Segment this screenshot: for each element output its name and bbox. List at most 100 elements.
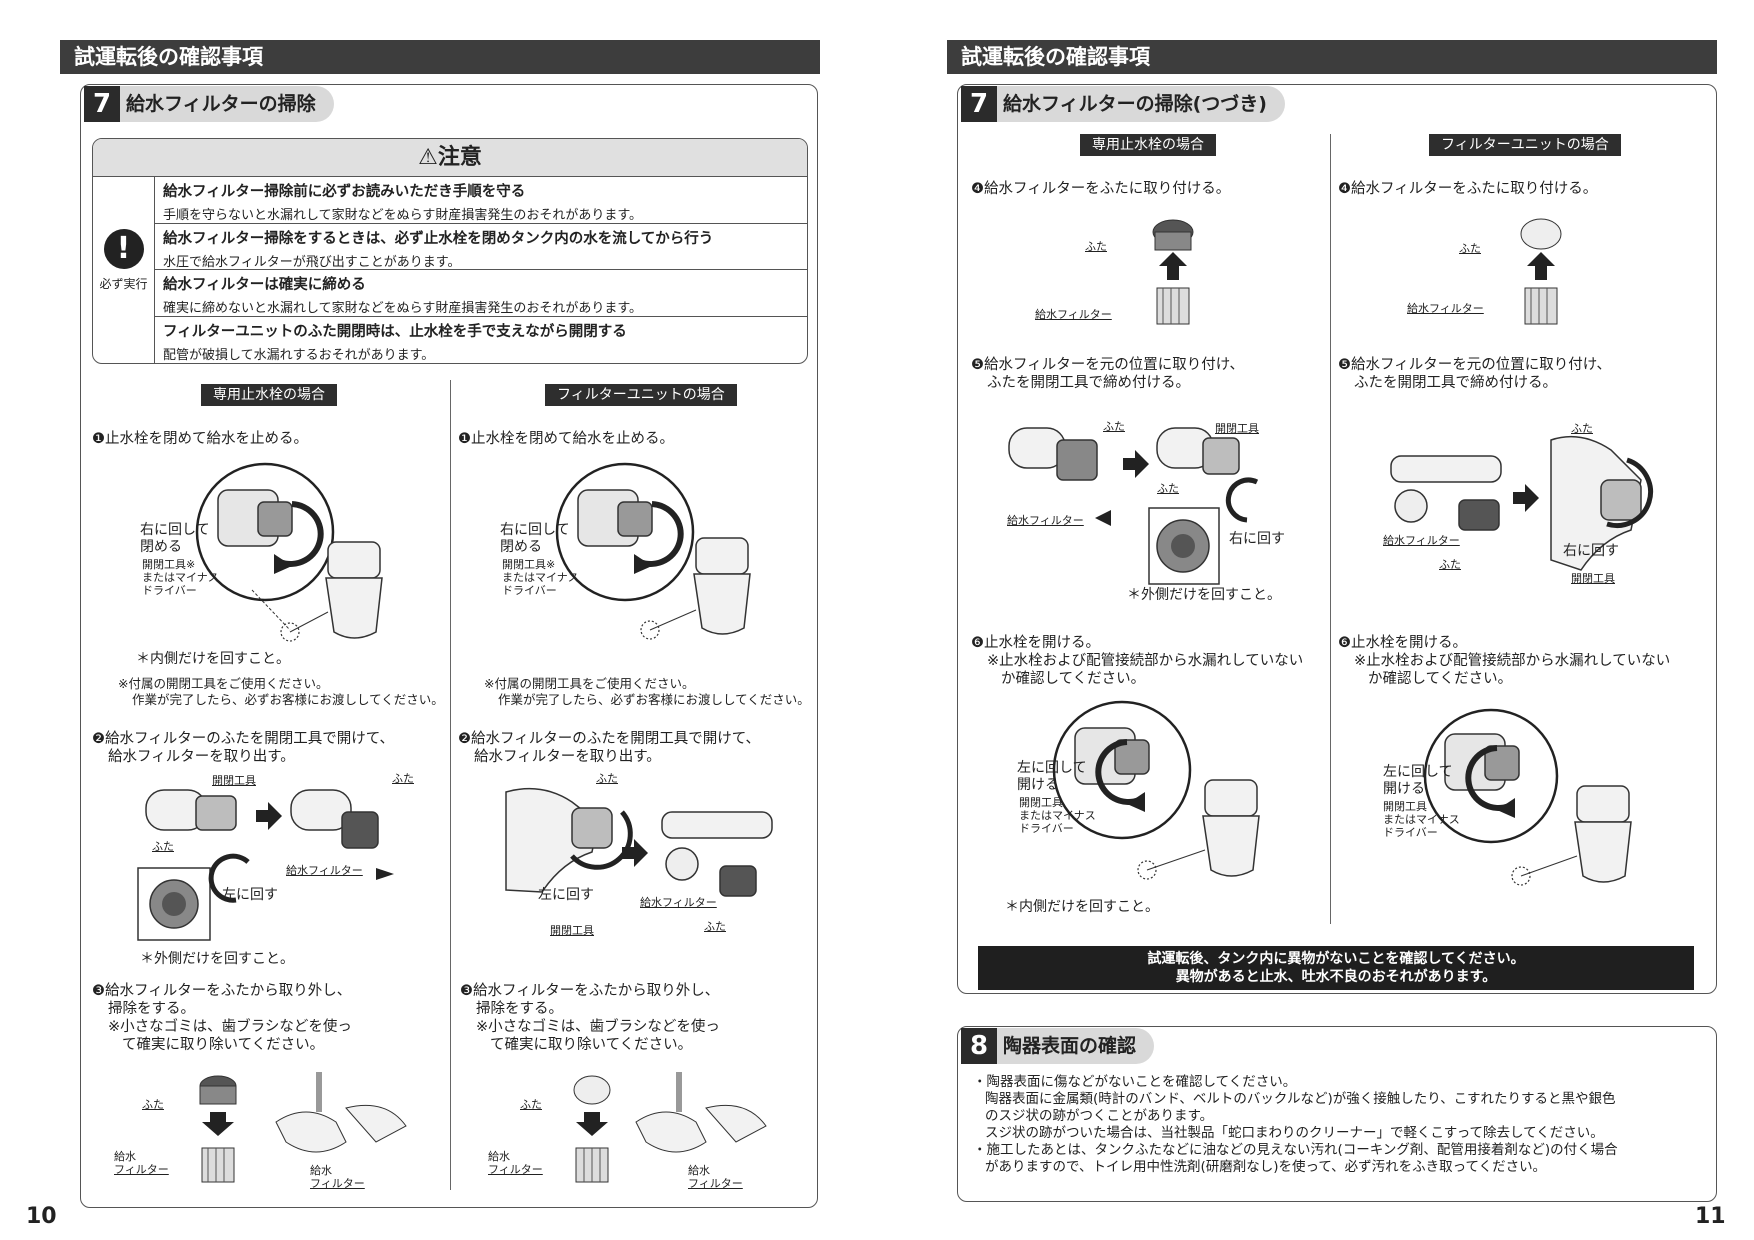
label-lid: ふた [1459, 242, 1481, 255]
label-turn-right: 右に回す [1563, 543, 1619, 559]
step3-text: ❸給水フィルターをふたから取り外し、 掃除をする。 ※小さなゴミは、歯ブラシなど… [460, 982, 720, 1054]
label-water-filter: 給水フィルター [1007, 514, 1084, 527]
label-tool: 開閉工具※ またはマイナス ドライバー [502, 558, 579, 597]
step-note: ※小さなゴミは、歯ブラシなどを使っ [108, 1019, 352, 1035]
case-label-filter-unit: フィルターユニットの場合 [1429, 134, 1621, 156]
step7-frame-right [957, 84, 1717, 994]
label-lid: ふた [704, 920, 726, 933]
step-line: ❻止水栓を開ける。 [1338, 635, 1467, 651]
tool-note: ※付属の開閉工具をご使用ください。 作業が完了したら、必ずお客様にお渡ししてくだ… [484, 676, 810, 708]
label-line: 左に回して [1383, 764, 1453, 780]
filter-removal-illustration [137, 789, 394, 941]
caution-row-text: 水圧で給水フィルターが飛び出すことがあります。 [163, 254, 461, 270]
label-line: フィルター [114, 1163, 169, 1176]
step-line: 掃除をする。 [476, 1001, 563, 1017]
note-line: ※付属の開閉工具をご使用ください。 [118, 676, 329, 691]
column-divider-right [1330, 134, 1331, 924]
label-opening-tool: 開閉工具 [212, 774, 256, 787]
label-line: 左に回して [1017, 760, 1087, 776]
step-number-badge: 7 [961, 86, 997, 122]
note-line: 作業が完了したら、必ずお客様にお渡ししてください。 [132, 692, 444, 707]
caution-body: ! 必ず実行 給水フィルター掃除前に必ずお読みいただき手順を守る 手順を守らない… [93, 177, 807, 363]
caution-row: 給水フィルターは確実に締める 確実に締めないと水漏れして家財などをぬらす財産損害… [155, 270, 807, 317]
label-line: ドライバー [1383, 826, 1438, 839]
step8-frame [957, 1026, 1717, 1202]
paragraph: 陶器表面に金属類(時計のバンド、ベルトのバックルなど)が強く接触したり、こすれた… [985, 1091, 1616, 1107]
section-header-left: 試運転後の確認事項 [60, 40, 820, 74]
label-line: 右に回して [140, 522, 210, 538]
label-opening-tool: 開閉工具 [1215, 422, 1259, 435]
label-turn-right: 右に回す [1229, 531, 1285, 547]
note-line: 作業が完了したら、必ずお客様にお渡ししてください。 [498, 692, 810, 707]
caution-row: 給水フィルター掃除前に必ずお読みいただき手順を守る 手順を守らないと水漏れして家… [155, 177, 807, 224]
caution-row-text: 配管が破損して水漏れするおそれがあります。 [163, 347, 435, 363]
filter-attach-illustration [1152, 219, 1194, 325]
label-water-filter: 給水 フィルター [688, 1164, 743, 1190]
step-line: ❺給水フィルターを元の位置に取り付け、 [971, 357, 1244, 373]
step-note: か確認してください。 [1368, 671, 1513, 687]
step7-frame-left [80, 84, 818, 1208]
label-line: またはマイナス [142, 571, 219, 584]
filter-clean-illustration [199, 1072, 407, 1183]
outer-only-note: ＊外側だけを回すこと。 [1127, 587, 1281, 603]
exclamation-icon: ! [103, 229, 144, 269]
step-line: 給水フィルターを取り出す。 [474, 749, 661, 765]
caution-row-title: フィルターユニットのふた開閉時は、止水栓を手で支えながら開閉する [163, 323, 627, 340]
must-do-label: 必ず実行 [99, 277, 148, 291]
step-note: か確認してください。 [1001, 671, 1146, 687]
caution-row-title: 給水フィルターは確実に締める [163, 277, 366, 293]
page-number-right: 11 [1695, 1204, 1726, 1229]
label-tool: 開閉工具※ またはマイナス ドライバー [142, 558, 219, 597]
filter-attach-illustration-filter-unit [1520, 218, 1562, 325]
label-opening-tool: 開閉工具 [1571, 572, 1615, 585]
step5-text: ❺給水フィルターを元の位置に取り付け、 ふたを開閉工具で締め付ける。 [1338, 356, 1611, 392]
caution-header: ⚠注意 [93, 139, 807, 177]
step8-body: ・陶器表面に傷などがないことを確認してください。 陶器表面に金属類(時計のバンド… [973, 1074, 1713, 1176]
label-water-filter: 給水 フィルター [310, 1164, 365, 1190]
label-lid: ふた [520, 1098, 542, 1111]
label-turn-left: 左に回す [538, 887, 594, 903]
caution-box: ⚠注意 ! 必ず実行 給水フィルター掃除前に必ずお読みいただき手順を守る 手順を… [92, 138, 808, 364]
step-line: ❷給水フィルターのふたを開閉工具で開けて、 [92, 731, 394, 747]
label-water-filter: 給水 フィルター [488, 1150, 543, 1176]
step7-title-right: 給水フィルターの掃除(つづき) [1003, 93, 1267, 115]
label-lid: ふた [1571, 422, 1593, 435]
step-line: 掃除をする。 [108, 1001, 195, 1017]
warning-line: 異物があると止水、吐水不良のおそれがあります。 [1175, 969, 1497, 985]
label-line: 右に回して [500, 522, 570, 538]
step2-text: ❷給水フィルターのふたを開閉工具で開けて、 給水フィルターを取り出す。 [458, 730, 760, 766]
inner-only-note: ＊内側だけを回すこと。 [136, 651, 290, 667]
label-line: 給水 [488, 1150, 510, 1163]
column-divider-left [450, 380, 451, 1190]
page-number-left: 10 [26, 1204, 57, 1229]
valve-close-illustration-filter-unit [555, 462, 751, 640]
note-line: ※付属の開閉工具をご使用ください。 [484, 676, 695, 691]
step2-text: ❷給水フィルターのふたを開閉工具で開けて、 給水フィルターを取り出す。 [92, 730, 394, 766]
paragraph: ・施工したあとは、タンクふたなどに油などの見えない汚れ(コーキング剤、配管用接着… [973, 1142, 1618, 1158]
step-note: て確実に取り除いてください。 [122, 1037, 325, 1053]
paragraph: のスジ状の跡がつくことがあります。 [985, 1108, 1214, 1124]
step6-text: ❻止水栓を開ける。 ※止水栓および配管接続部から水漏れしていない か確認してくだ… [1338, 634, 1670, 688]
label-line: またはマイナス [1383, 813, 1460, 826]
page-right: 試運転後の確認事項 7 給水フィルターの掃除(つづき) 専用止水栓の場合 フィル… [877, 0, 1754, 1240]
step-note: ※小さなゴミは、歯ブラシなどを使っ [476, 1019, 720, 1035]
valve-open-illustration-filter-unit [1423, 708, 1632, 886]
step-number-badge: 8 [961, 1028, 997, 1064]
step-line: ❺給水フィルターを元の位置に取り付け、 [1338, 357, 1611, 373]
label-lid: ふた [1103, 420, 1125, 433]
label-line: 開閉工具 [1019, 796, 1063, 809]
filter-install-illustration-filter-unit [1390, 435, 1654, 571]
label-open-left: 左に回して 開ける [1383, 764, 1453, 798]
label-line: 給水 [688, 1164, 710, 1177]
step1-text: ❶止水栓を閉めて給水を止める。 [92, 431, 308, 447]
warning-bar: 試運転後、タンク内に異物がないことを確認してください。 異物があると止水、吐水不… [978, 946, 1694, 990]
label-water-filter: 給水 フィルター [114, 1150, 169, 1176]
step-line: ふたを開閉工具で締め付ける。 [1354, 375, 1557, 391]
step-line: ❷給水フィルターのふたを開閉工具で開けて、 [458, 731, 760, 747]
label-close-right: 右に回して 閉める [140, 522, 210, 556]
step-line: ❻止水栓を開ける。 [971, 635, 1100, 651]
caution-row-title: 給水フィルター掃除前に必ずお読みいただき手順を守る [163, 184, 526, 200]
tool-note: ※付属の開閉工具をご使用ください。 作業が完了したら、必ずお客様にお渡ししてくだ… [118, 676, 444, 708]
label-line: フィルター [688, 1177, 743, 1190]
step-note: ※止水栓および配管接続部から水漏れしていない [987, 653, 1304, 669]
